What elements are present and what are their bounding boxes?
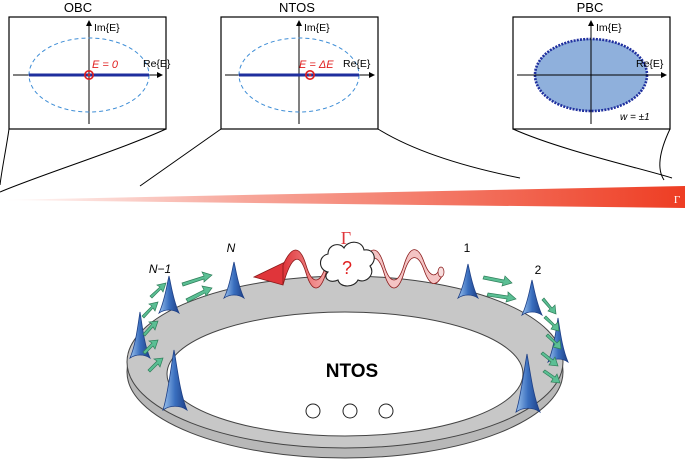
- site-label-N: N: [227, 241, 236, 255]
- green-arrow: [142, 339, 159, 355]
- panel-obc-re-label: Re{E}: [143, 58, 171, 70]
- wave-arrowhead: [252, 261, 286, 286]
- ellipsis-dot: [378, 403, 394, 419]
- spin-right-4: [515, 353, 541, 414]
- green-arrow: [181, 271, 213, 287]
- panel-obc-marker: [84, 70, 95, 81]
- green-arrow: [482, 275, 513, 287]
- green-arrow: [185, 285, 213, 303]
- panel-pbc-im-label: Im{E}: [596, 22, 622, 34]
- callout-ntos-right: [377, 128, 521, 179]
- panel-obc-im-label: Im{E}: [94, 22, 120, 34]
- callout-obc: [0, 128, 10, 186]
- wave-end-cap: [437, 266, 445, 278]
- question-cloud: [319, 241, 375, 287]
- gradient-wedge-label: Γ: [674, 194, 680, 206]
- ellipsis-dot: [342, 403, 358, 419]
- coupling-wave: ?: [252, 241, 445, 289]
- panel-pbc: PBC Re{E} Im{E} w = ±1: [512, 0, 671, 130]
- green-arrow: [142, 320, 159, 337]
- panel-pbc-winding-label: w = ±1: [620, 112, 650, 123]
- site-label-N-minus-1: N−1: [149, 262, 171, 276]
- panel-ntos-im-label: Im{E}: [304, 22, 330, 34]
- site-label-2: 2: [535, 263, 542, 277]
- gradient-wedge: [0, 186, 685, 208]
- panel-obc-marker-dot: [87, 73, 91, 77]
- ellipsis-dot: [305, 403, 321, 419]
- question-mark: ?: [342, 258, 352, 278]
- coupling-gamma-label: Γ: [341, 228, 351, 248]
- ring-inner-hole: [166, 311, 524, 437]
- spin-N-minus-1: [158, 275, 180, 315]
- spins: [129, 261, 569, 414]
- spin-2: [521, 279, 543, 317]
- site-label-1: 1: [464, 241, 471, 255]
- panel-ntos-marker: [304, 70, 315, 81]
- spin-right-3: [547, 317, 569, 364]
- panel-ntos-title: NTOS: [279, 0, 315, 15]
- callout-lines: [0, 128, 673, 193]
- panel-pbc-title: PBC: [577, 0, 604, 15]
- green-arrows: [141, 271, 562, 384]
- callout-ntos-left: [139, 128, 222, 187]
- panel-obc-title: OBC: [64, 0, 92, 15]
- panel-pbc-re-label: Re{E}: [636, 58, 664, 70]
- callout-obc-right: [0, 128, 167, 193]
- green-arrow: [542, 369, 561, 384]
- green-arrow: [543, 315, 560, 332]
- spin-1: [456, 263, 480, 300]
- green-arrow: [141, 301, 159, 319]
- green-arrow: [149, 282, 167, 299]
- callout-pbc-right: [659, 128, 671, 181]
- green-arrow: [147, 357, 164, 373]
- panel-ntos-marker-label: E = ΔE: [299, 59, 334, 71]
- spin-N: [222, 261, 246, 300]
- ring-center-label: NTOS: [326, 361, 378, 382]
- panel-obc-marker-label: E = 0: [92, 59, 119, 71]
- panel-ntos-re-label: Re{E}: [343, 58, 371, 70]
- spin-left-4: [162, 349, 188, 412]
- panel-ntos-marker-dot: [308, 73, 312, 77]
- callout-pbc-left: [512, 128, 673, 179]
- green-arrow: [540, 351, 559, 367]
- green-arrow: [486, 291, 517, 303]
- panel-ntos: NTOS E = ΔE Re{E} Im{E}: [220, 0, 379, 130]
- panel-obc: OBC E = 0 Re{E} Im{E}: [8, 0, 171, 130]
- green-arrow: [541, 297, 557, 315]
- green-arrow: [545, 333, 562, 350]
- panel-obc-frame: [8, 16, 167, 130]
- ring: NTOS: [126, 275, 564, 459]
